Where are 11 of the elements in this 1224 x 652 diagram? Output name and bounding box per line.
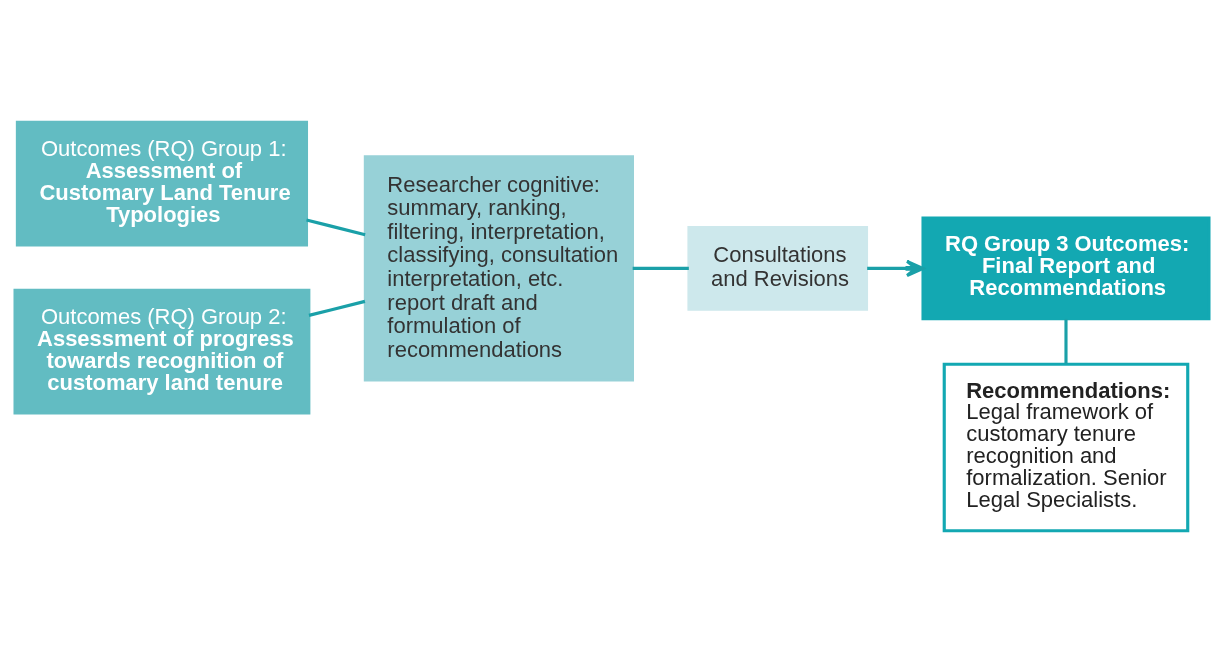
connector bbox=[306, 217, 366, 236]
connector bbox=[1064, 318, 1068, 363]
connector bbox=[308, 299, 366, 317]
connector bbox=[632, 266, 689, 270]
node-box: Consultations and Revisions bbox=[687, 225, 869, 311]
node-box: RQ Group 3 Outcomes: Final Report and Recommendations bbox=[921, 216, 1211, 320]
node-box: Outcomes (RQ) Group 2: Assessment of progress towards recognition of customary land tenure bbox=[13, 288, 311, 414]
node-box: Outcomes (RQ) Group 1: Assessment of Customary Land Tenure Typologies bbox=[15, 120, 309, 246]
node-box: Researcher cognitive: summary, ranking, filtering, interpretation, classifying, consultation interpretation, etc. report draft and formulation of recommendations bbox=[363, 154, 634, 381]
node-box: Recommendations: Legal framework of customary tenure recognition and formalization. Senior Legal Specialists. bbox=[942, 362, 1190, 532]
arrow bbox=[867, 259, 925, 277]
